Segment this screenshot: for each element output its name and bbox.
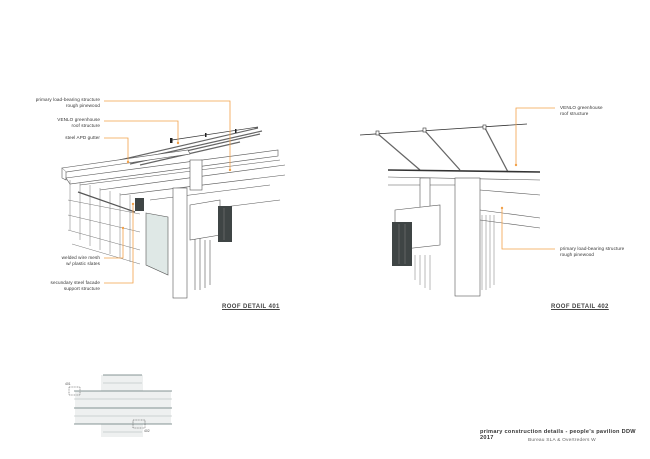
sheet-credits: Bureau SLA & Overtreders W	[528, 438, 596, 443]
label-wire-mesh: welded wire mesh w/ plastic slates	[8, 255, 100, 266]
label-line: primary load-bearing structure	[560, 246, 625, 251]
label-line: roof structure	[560, 110, 589, 116]
key-plan-marker-402: 402	[144, 429, 150, 433]
label-line: VENLO greenhouse	[57, 117, 100, 122]
label-line: w/ plastic slates	[66, 260, 100, 266]
key-plan	[68, 374, 172, 437]
detail-401-marker-box	[68, 386, 81, 396]
label-steel-gutter: steel APD gutter	[8, 135, 100, 141]
label-line: welded wire mesh	[61, 255, 100, 260]
leader-lines-401	[104, 100, 232, 284]
label-primary-structure-402: primary load-bearing structure rough pin…	[560, 246, 648, 257]
label-line: secundary steel facade	[50, 280, 100, 285]
label-venlo-roof-401: VENLO greenhouse roof structure	[8, 117, 100, 128]
roof-detail-401-drawing	[61, 126, 286, 299]
caption-roof-detail-401: ROOF DETAIL 401	[222, 304, 280, 310]
label-line: roof structure	[71, 122, 100, 128]
label-facade-support: secundary steel facade support structure	[8, 280, 100, 291]
label-line: rough pinewood	[65, 102, 100, 108]
label-line: primary load-bearing structure	[35, 97, 100, 102]
label-primary-structure-401: primary load-bearing structure rough pin…	[8, 97, 100, 108]
label-line: steel APD gutter	[65, 135, 100, 140]
label-line: support structure	[63, 285, 100, 291]
detail-402-marker-box	[132, 419, 146, 429]
label-line: rough pinewood	[560, 251, 595, 257]
key-plan-marker-401: 401	[65, 382, 71, 386]
label-line: VENLO greenhouse	[560, 105, 603, 110]
caption-roof-detail-402: ROOF DETAIL 402	[551, 304, 609, 310]
roof-detail-402-drawing	[359, 123, 541, 297]
label-venlo-roof-402: VENLO greenhouse roof structure	[560, 105, 645, 116]
leader-lines-402	[500, 107, 555, 250]
sheet-title: primary construction details - people's …	[480, 429, 636, 441]
